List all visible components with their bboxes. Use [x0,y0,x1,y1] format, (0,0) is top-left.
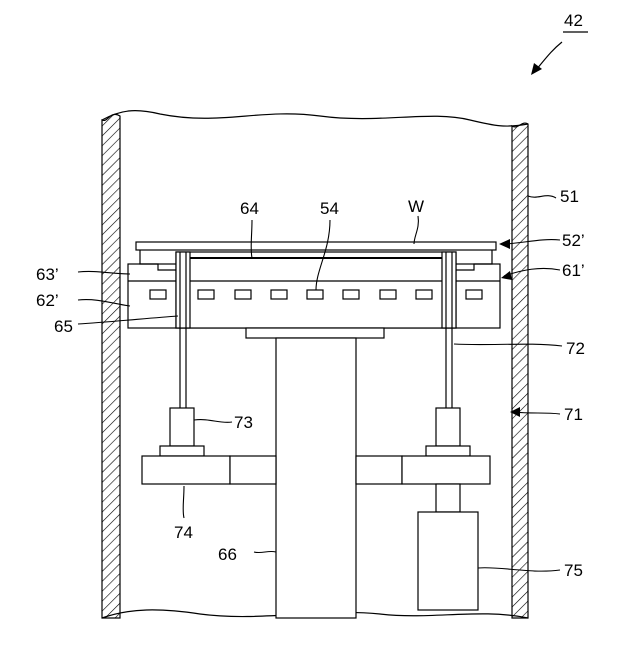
right-wall [512,123,528,618]
motor-coupling [436,484,460,512]
shaft-flange [246,328,384,338]
left-arm-block [142,456,230,484]
left-pin-sleeve [176,252,190,328]
label-71: 71 [564,405,583,424]
substrate-plate [136,242,496,250]
label-66: 66 [218,545,237,564]
label-54: 54 [320,199,339,218]
label-72: 72 [566,339,585,358]
label-51: 51 [560,187,579,206]
leader-72 [454,344,562,346]
left-actuator-base [160,446,204,456]
top-break-line [102,111,528,126]
leader-51 [528,196,556,198]
left-actuator [170,408,194,446]
figure-arrow [536,42,562,70]
leader-73 [194,420,232,423]
label-74: 74 [174,523,193,542]
leader-64 [251,220,252,258]
left-wall [102,114,120,618]
right-arm-beam [356,456,402,484]
leader-52 [502,240,560,244]
label-63: 63’ [36,265,59,284]
label-65: 65 [54,317,73,336]
label-62: 62’ [36,291,59,310]
right-actuator [436,408,460,446]
label-W: W [408,197,424,216]
label-73: 73 [234,413,253,432]
figure-number-group: 42 [531,11,588,75]
right-arm-block [402,456,490,484]
arrowhead-61 [501,271,512,280]
leader-74 [183,486,184,518]
label-75: 75 [564,561,583,580]
left-arm-beam [230,456,276,484]
right-pin-sleeve [442,252,456,328]
leader-W [414,216,418,244]
arrowhead-52 [499,239,510,249]
leader-66 [254,551,276,552]
label-52: 52’ [562,231,585,250]
motor-75 [418,512,478,610]
figure-number: 42 [564,11,583,30]
label-64: 64 [240,199,259,218]
shaft-column [276,338,356,618]
label-61: 61’ [562,261,585,280]
right-actuator-base [426,446,470,456]
